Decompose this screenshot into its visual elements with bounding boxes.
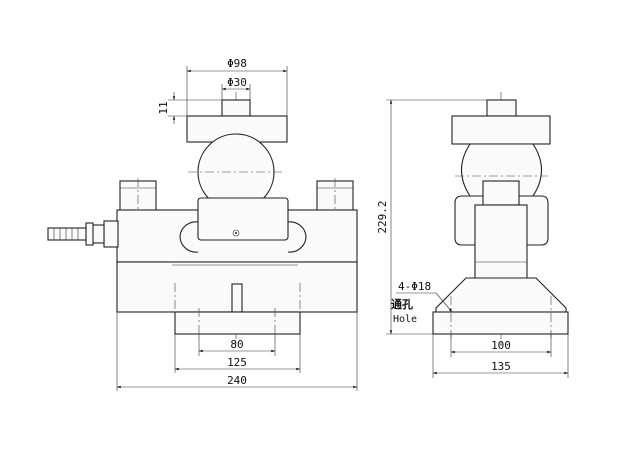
dim-80-label: 80 (230, 338, 243, 351)
cradle (197, 197, 289, 241)
dim-phi98-label: Φ98 (227, 57, 247, 70)
side-top-stud (486, 99, 517, 117)
side-base-plate (432, 311, 569, 335)
center-slot (231, 283, 243, 313)
dim-100-label: 100 (491, 339, 511, 352)
side-column-head (482, 180, 520, 206)
dim-phi30-label: Φ30 (227, 76, 247, 89)
front-base-plate (174, 311, 301, 335)
dim-11-label: 11 (157, 101, 170, 114)
dim-135-label: 135 (491, 360, 511, 373)
cable-gland (47, 220, 119, 248)
dim-229-label: 229.2 (376, 200, 389, 233)
hole-label-en: Hole (393, 314, 417, 325)
top-stud (221, 99, 251, 117)
front-view: Φ98 Φ30 11 80 125 240 (47, 57, 358, 391)
side-top-cap (451, 115, 551, 145)
dim-240-label: 240 (227, 374, 247, 387)
side-base-flange (435, 277, 567, 313)
dim-holes-label: 4-Φ18 (398, 280, 431, 293)
dim-holes-leader (435, 292, 453, 313)
dim-125-label: 125 (227, 356, 247, 369)
side-view: 229.2 4-Φ18 通孔 Hole 100 135 (376, 92, 569, 378)
hole-label-cn: 通孔 (391, 298, 413, 311)
